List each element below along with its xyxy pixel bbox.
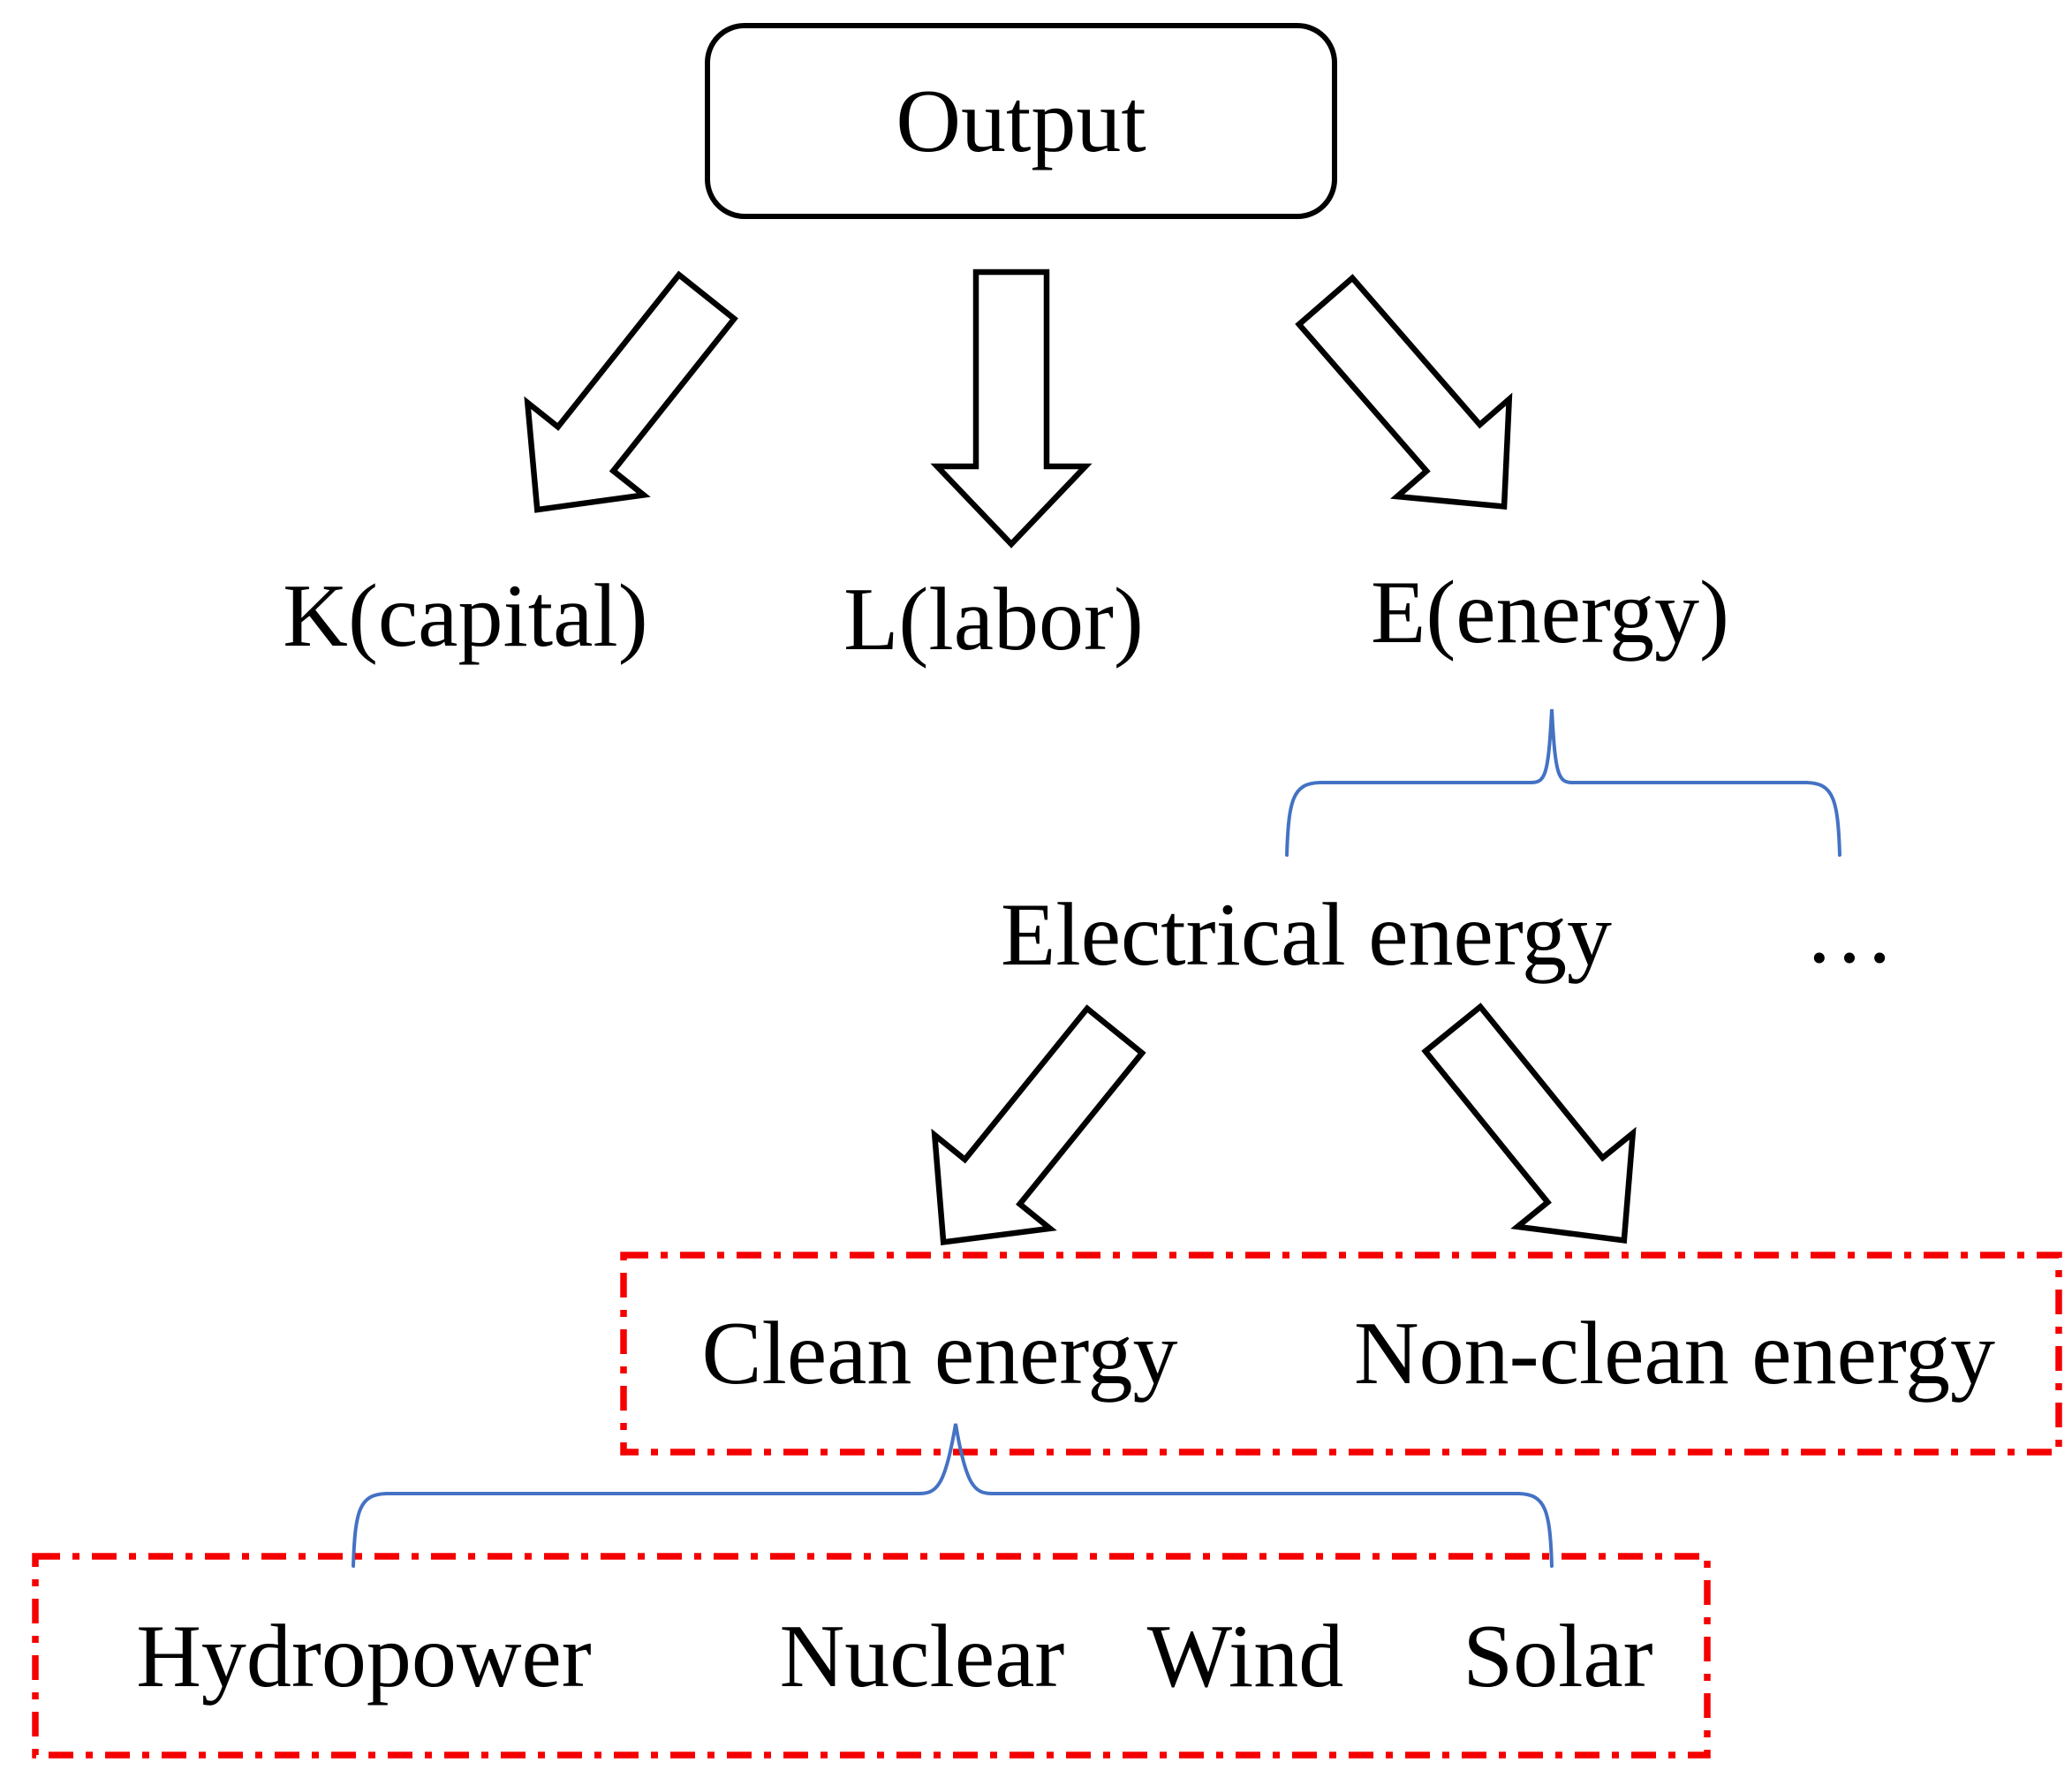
other-energy-ellipsis-label: … <box>1804 881 1894 982</box>
energy-label: E(energy) <box>1371 562 1729 662</box>
arrow-output-to-energy <box>1295 274 1513 511</box>
arrow-output-to-capital <box>524 270 738 513</box>
clean-vs-nonclean-box <box>620 1252 2062 1456</box>
clean-energy-label: Clean energy <box>701 1303 1178 1403</box>
arrow-electrical-to-clean <box>931 1004 1146 1246</box>
wind-label: Wind <box>1146 1606 1344 1706</box>
brace-clean-breakdown <box>352 1423 1554 1568</box>
labor-label: L(labor) <box>843 569 1144 670</box>
arrow-output-to-labor <box>930 269 1093 549</box>
output-label: Output <box>896 71 1146 171</box>
nuclear-label: Nuclear <box>779 1606 1065 1706</box>
electrical-energy-label: Electrical energy <box>1001 884 1612 985</box>
brace-energy-breakdown <box>1285 708 1841 857</box>
nonclean-energy-label: Non-clean energy <box>1354 1303 1995 1403</box>
solar-label: Solar <box>1463 1606 1653 1706</box>
clean-sources-box <box>32 1553 1711 1759</box>
capital-label: K(capital) <box>283 565 648 666</box>
arrow-electrical-to-nonclean <box>1421 1002 1637 1245</box>
hydropower-label: Hydropower <box>136 1606 592 1706</box>
output-node: Output <box>705 23 1337 219</box>
